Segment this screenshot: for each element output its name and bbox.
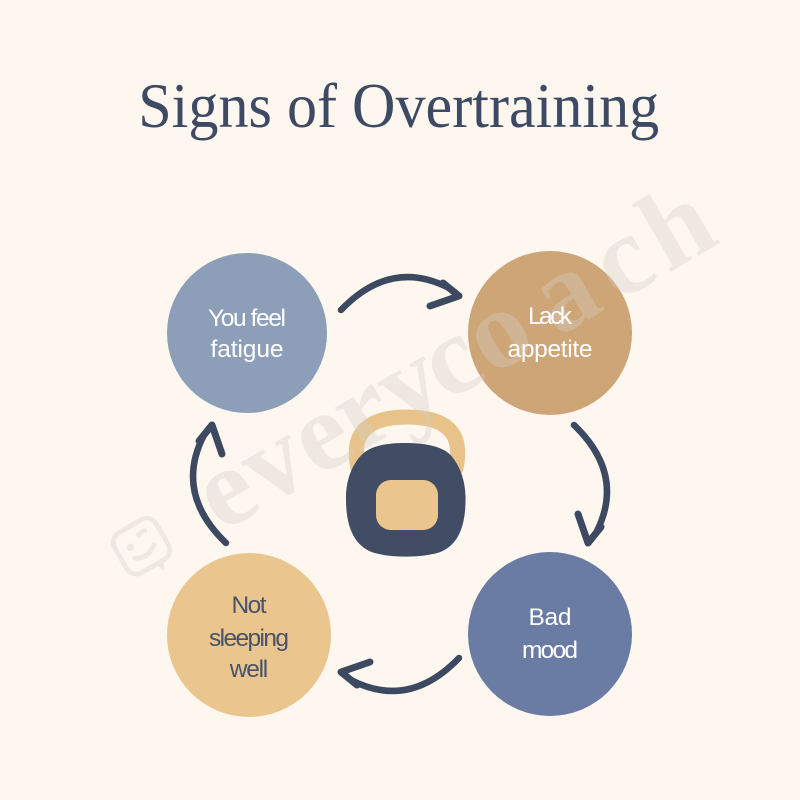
svg-text:fatigue: fatigue xyxy=(211,336,284,363)
svg-text:mood: mood xyxy=(522,637,578,664)
svg-text:You feel: You feel xyxy=(208,305,286,332)
svg-text:Bad: Bad xyxy=(529,604,572,631)
svg-text:sleeping: sleeping xyxy=(209,625,289,652)
svg-text:Not: Not xyxy=(232,592,267,619)
svg-text:Lack: Lack xyxy=(528,303,573,330)
svg-text:appetite: appetite xyxy=(508,336,593,363)
svg-text:Signs of Overtraining: Signs of Overtraining xyxy=(138,71,659,141)
svg-text:well: well xyxy=(229,656,269,683)
